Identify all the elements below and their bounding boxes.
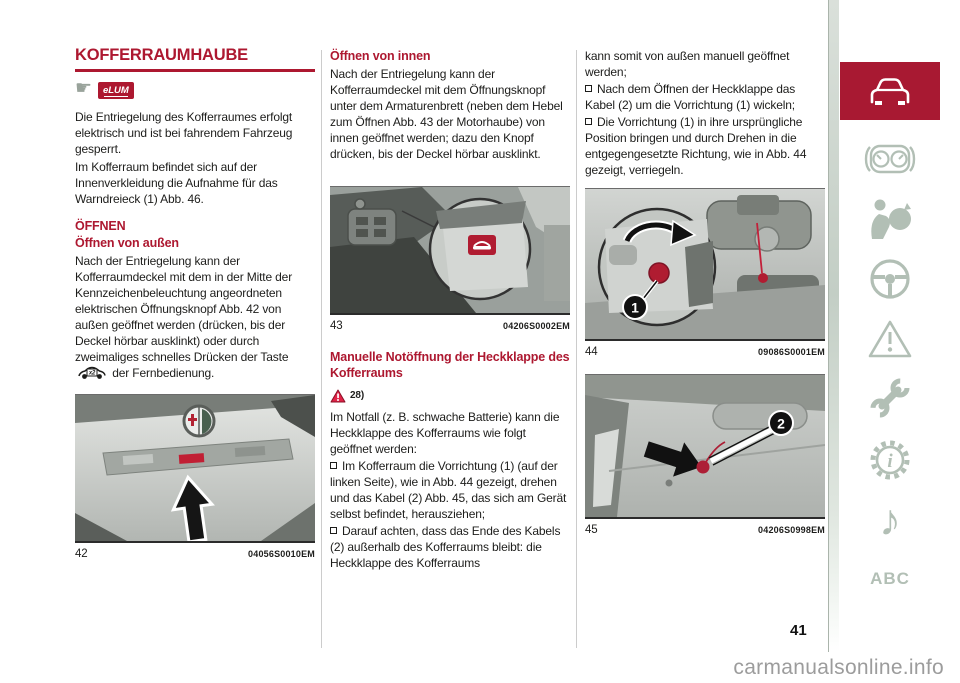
warning-note-number: 28) <box>350 390 365 401</box>
sidebar-tab-safety[interactable] <box>840 194 940 242</box>
figure-number: 44 <box>585 346 598 358</box>
page-number: 41 <box>790 622 807 639</box>
list-item: Darauf achten, dass das Ende des Kabels … <box>330 523 570 571</box>
paragraph-text: Nach der Entriegelung kann der Kofferrau… <box>75 253 293 364</box>
column-1: KOFFERRAUMHAUBE ☛ eLUM Die Entriegelung … <box>75 46 315 562</box>
list-item: Nach dem Öffnen der Heckklappe das Kabel… <box>585 81 825 113</box>
paragraph: Nach der Entriegelung kann der Kofferrau… <box>330 67 563 161</box>
figure-caption: 43 04206S0002EM <box>330 318 570 334</box>
figure-42-image <box>75 393 315 543</box>
figure-caption: 45 04206S0998EM <box>585 522 825 538</box>
sidebar-tab-maintenance[interactable] <box>840 374 940 422</box>
sidebar-tab-dashboard[interactable] <box>840 138 940 180</box>
wrench-icon <box>870 378 910 418</box>
svg-text:2: 2 <box>777 416 785 432</box>
svg-text:1: 1 <box>631 300 639 316</box>
figure-code: 09086S0001EM <box>758 347 825 357</box>
figure-number: 43 <box>330 320 343 332</box>
list-item: Die Vorrichtung (1) in ihre ursprünglich… <box>585 114 825 178</box>
list-item-text: Im Kofferraum die Vorrichtung (1) (auf d… <box>330 459 567 521</box>
remote-key-trunk-icon: x2 <box>78 366 106 379</box>
bullet-square-icon <box>585 118 592 125</box>
watermark-text: carmanualsonline.info <box>733 656 944 679</box>
column-3: kann somit von außen manuell geöffnet we… <box>585 46 825 538</box>
figure-number: 45 <box>585 524 598 536</box>
figure-43-image <box>330 186 570 315</box>
figure-number: 42 <box>75 547 88 560</box>
instrument-cluster-icon <box>864 144 916 174</box>
subsection-heading: Öffnen von innen <box>330 49 431 63</box>
paragraph: kann somit von außen manuell geöffnet we… <box>585 49 790 79</box>
figure-45-image: 2 <box>585 374 825 519</box>
figure-caption: 44 09086S0001EM <box>585 344 825 360</box>
subsection-heading: Manuelle Notöffnung der Heckklappe des K… <box>330 350 570 380</box>
column-divider <box>576 50 577 648</box>
warning-triangle-outline-icon <box>868 320 912 358</box>
svg-text:x2: x2 <box>88 370 96 376</box>
column-2: Öffnen von innen Nach der Entriegelung k… <box>330 46 570 571</box>
title-rule <box>75 69 315 72</box>
figure-code: 04206S0002EM <box>503 321 570 331</box>
paragraph: Die Entriegelung des Kofferraumes erfolg… <box>75 109 293 156</box>
paragraph: Nach der Entriegelung kann der Kofferrau… <box>75 253 315 381</box>
list-item: Im Kofferraum die Vorrichtung (1) (auf d… <box>330 458 570 522</box>
elum-reference: ☛ eLUM <box>75 78 315 102</box>
sidebar-tab-index[interactable]: ABC <box>840 566 940 592</box>
svg-text:i: i <box>887 451 893 472</box>
section-heading: ÖFFNEN <box>75 218 126 233</box>
airbag-icon <box>871 199 911 239</box>
warning-triangle-icon <box>330 389 346 403</box>
sidebar-tab-emergency[interactable] <box>840 315 940 363</box>
sidebar-tab-vehicle-active[interactable] <box>840 62 940 120</box>
pointing-hand-icon: ☛ <box>75 78 92 99</box>
column-divider <box>321 50 322 648</box>
figure-code: 04206S0998EM <box>758 525 825 535</box>
bullet-square-icon <box>330 527 337 534</box>
figure-caption: 42 04056S0010EM <box>75 546 315 562</box>
sidebar-edge-strip <box>828 0 839 652</box>
steering-wheel-icon <box>870 259 910 299</box>
info-gear-icon: i <box>870 440 910 480</box>
warning-reference: 28) <box>330 389 570 407</box>
elum-label: eLUM <box>102 84 129 96</box>
page-title: KOFFERRAUMHAUBE <box>75 46 248 64</box>
sidebar-tab-steering[interactable] <box>840 255 940 303</box>
paragraph: Im Notfall (z. B. schwache Batterie) kan… <box>330 410 560 456</box>
figure-43: 43 04206S0002EM <box>330 186 570 334</box>
list-item-text: Die Vorrichtung (1) in ihre ursprünglich… <box>585 115 807 177</box>
paragraph: Im Kofferraum befindet sich auf der Inne… <box>75 159 278 206</box>
subsection-heading: Öffnen von außen <box>75 235 179 250</box>
figure-45: 2 45 04206S0998EM <box>585 374 825 538</box>
figure-44-image: 1 <box>585 188 825 341</box>
music-note-icon: ♪ <box>879 496 901 545</box>
figure-42: 42 04056S0010EM <box>75 393 315 562</box>
sidebar-tab-technical-info[interactable]: i <box>840 435 940 485</box>
list-item-text: Nach dem Öffnen der Heckklappe das Kabel… <box>585 82 796 112</box>
figure-44: 1 44 09086S0001EM <box>585 188 825 360</box>
paragraph-text: der Fernbedienung. <box>112 365 215 380</box>
car-front-icon <box>870 78 910 105</box>
figure-code: 04056S0010EM <box>248 548 315 559</box>
list-item-text: Darauf achten, dass das Ende des Kabels … <box>330 524 561 570</box>
sidebar-tab-audio[interactable]: ♪ <box>840 496 940 546</box>
bullet-square-icon <box>330 462 337 469</box>
abc-index-label: ABC <box>870 569 910 588</box>
elum-badge-icon: eLUM <box>97 82 134 99</box>
bullet-square-icon <box>585 85 592 92</box>
